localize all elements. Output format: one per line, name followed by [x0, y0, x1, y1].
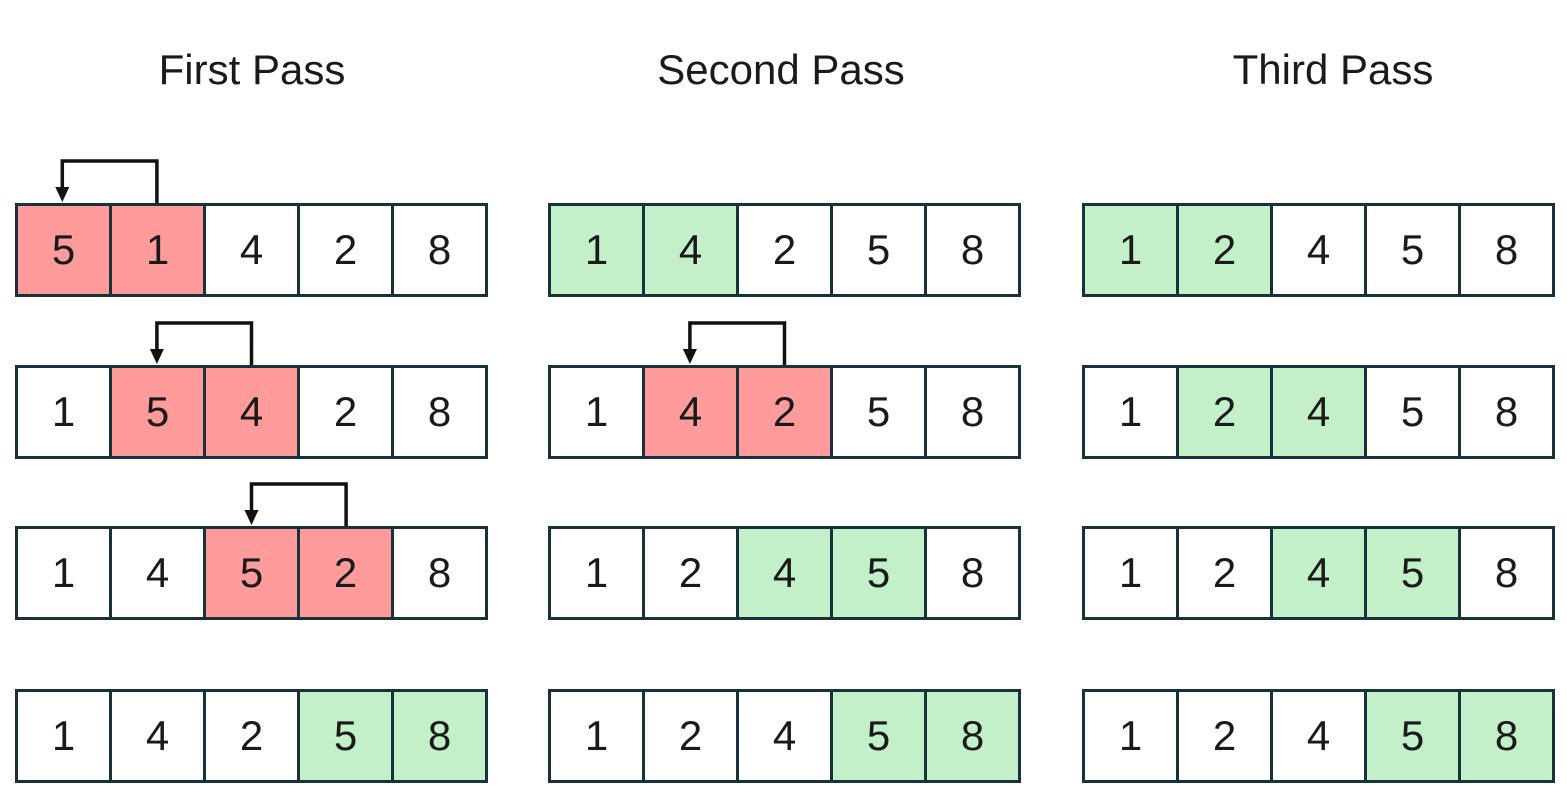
array-cell: 5	[300, 692, 394, 780]
array-cell: 8	[1494, 549, 1519, 596]
array-cell: 2	[645, 692, 739, 780]
array-cell: 8	[394, 692, 485, 780]
array-cell: 8	[927, 692, 1018, 780]
array-cell: 2	[300, 368, 394, 456]
array-cell: 4	[1273, 368, 1367, 456]
array-cell: 8	[960, 549, 985, 596]
array-cell: 4	[645, 206, 739, 294]
array-cell: 4	[739, 529, 833, 617]
swap-arrow-head	[55, 187, 70, 202]
array-cell: 8	[427, 549, 452, 596]
array-cell: 1	[551, 368, 645, 456]
array-cell: 5	[1367, 529, 1461, 617]
array-cell: 1	[112, 206, 206, 294]
array-cell: 2	[1179, 692, 1273, 780]
array-cell: 2	[645, 529, 739, 617]
swap-arrow	[249, 482, 348, 526]
array-cell: 1	[1085, 206, 1179, 294]
array-cell: 1	[551, 206, 645, 294]
array-cell: 4	[1273, 692, 1367, 780]
array-cell: 2	[300, 529, 394, 617]
array-cell: 5	[1367, 692, 1461, 780]
array-cell: 2	[206, 692, 300, 780]
array-cell: 1	[18, 368, 112, 456]
swap-arrow-head	[682, 349, 697, 364]
array-cell: 5	[18, 206, 112, 294]
array-cell: 4	[206, 206, 300, 294]
array-cell: 2	[1179, 529, 1273, 617]
array-cell: 2	[1179, 206, 1273, 294]
pass-title-third: Third Pass	[1232, 46, 1434, 93]
pass-title-first: First Pass	[158, 46, 346, 93]
pass-title-second: Second Pass	[657, 46, 905, 93]
array-cell: 4	[739, 692, 833, 780]
array-cell: 2	[300, 206, 394, 294]
array-cell: 4	[112, 692, 206, 780]
array-cell: 5	[833, 206, 927, 294]
array-cell: 4	[645, 368, 739, 456]
array-cell: 2	[739, 206, 833, 294]
array-cell: 8	[960, 388, 985, 435]
array-cell: 1	[551, 692, 645, 780]
array-cell: 5	[1367, 206, 1461, 294]
array-cell: 2	[1179, 368, 1273, 456]
array-cell: 5	[833, 529, 927, 617]
array-cell: 2	[739, 368, 833, 456]
array-cell: 1	[1085, 529, 1179, 617]
array-cell: 4	[1273, 529, 1367, 617]
array-cell: 1	[1085, 692, 1179, 780]
array-cell: 5	[833, 692, 927, 780]
array-cell: 4	[1273, 206, 1367, 294]
array-cell: 1	[18, 529, 112, 617]
swap-arrow	[688, 321, 787, 365]
array-cell: 5	[112, 368, 206, 456]
array-cell: 4	[206, 368, 300, 456]
array-cell: 8	[1461, 692, 1552, 780]
array-cell: 8	[427, 388, 452, 435]
array-cell: 1	[1085, 368, 1179, 456]
array-cell: 5	[206, 529, 300, 617]
array-cell: 1	[551, 529, 645, 617]
array-cell: 5	[1367, 368, 1461, 456]
swap-arrow-head	[244, 510, 259, 525]
array-cell: 5	[833, 368, 927, 456]
array-cell: 8	[1494, 388, 1519, 435]
swap-arrow	[60, 159, 159, 203]
array-cell: 8	[960, 226, 985, 273]
array-cell: 4	[112, 529, 206, 617]
array-cell: 8	[427, 226, 452, 273]
array-cell: 1	[18, 692, 112, 780]
swap-arrow	[155, 321, 254, 365]
swap-arrow-head	[149, 349, 164, 364]
array-cell: 8	[1494, 226, 1519, 273]
